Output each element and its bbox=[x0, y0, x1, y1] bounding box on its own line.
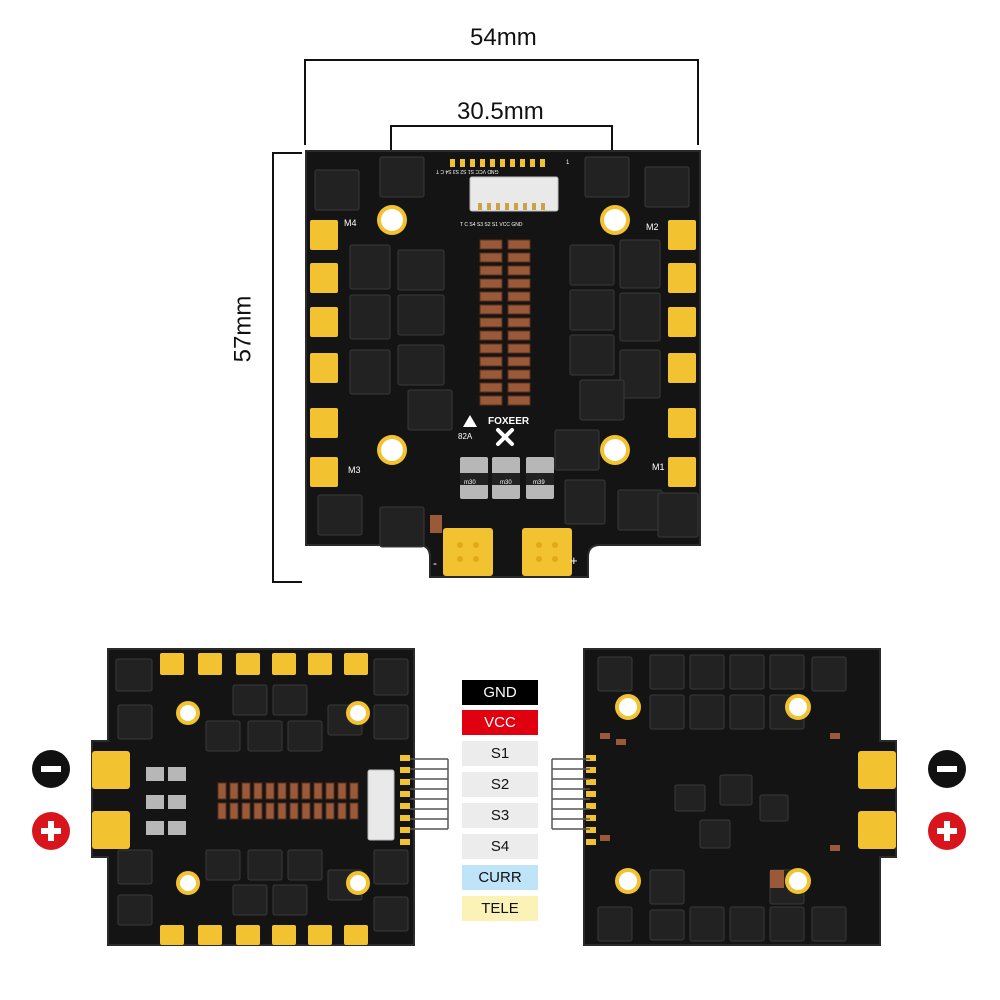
minus-icon bbox=[32, 750, 70, 788]
motor-label-m4: M4 bbox=[344, 218, 357, 228]
mount-spacing-dimension-label: 30.5mm bbox=[457, 98, 544, 125]
motor-label-m3: M3 bbox=[348, 465, 361, 475]
pin-label-s2: S2 bbox=[462, 772, 538, 797]
pin-label-curr: CURR bbox=[462, 865, 538, 890]
positive-pad-label: + bbox=[570, 553, 578, 568]
minus-icon bbox=[928, 750, 966, 788]
width-dimension-label: 54mm bbox=[470, 24, 537, 51]
plus-icon bbox=[928, 812, 966, 850]
cap-mark-1: m30 bbox=[464, 480, 476, 486]
esc-board-bottom-view bbox=[583, 648, 897, 946]
pin-label-tele: TELE bbox=[462, 896, 538, 921]
cap-mark-2: m30 bbox=[500, 480, 512, 486]
pin-label-s1: S1 bbox=[462, 741, 538, 766]
pin-one-mark: 1 bbox=[566, 160, 570, 166]
esc-board-rotated-view bbox=[91, 648, 415, 946]
esc-board-top-view bbox=[305, 150, 701, 578]
motor-label-m2: M2 bbox=[646, 222, 659, 232]
cap-mark-3: m39 bbox=[533, 480, 545, 486]
plus-icon bbox=[32, 812, 70, 850]
connector-silkscreen-side: T C S4 S3 S2 S1 VCC GND bbox=[460, 222, 523, 228]
pin-label-vcc: VCC bbox=[462, 710, 538, 735]
rating-label: 82A bbox=[458, 432, 473, 441]
brand-label: FOXEER bbox=[488, 416, 530, 427]
motor-label-m1: M1 bbox=[652, 462, 665, 472]
negative-pad-label: - bbox=[433, 556, 437, 570]
pin-label-s3: S3 bbox=[462, 803, 538, 828]
pin-label-gnd: GND bbox=[462, 680, 538, 705]
pin-label-s4: S4 bbox=[462, 834, 538, 859]
